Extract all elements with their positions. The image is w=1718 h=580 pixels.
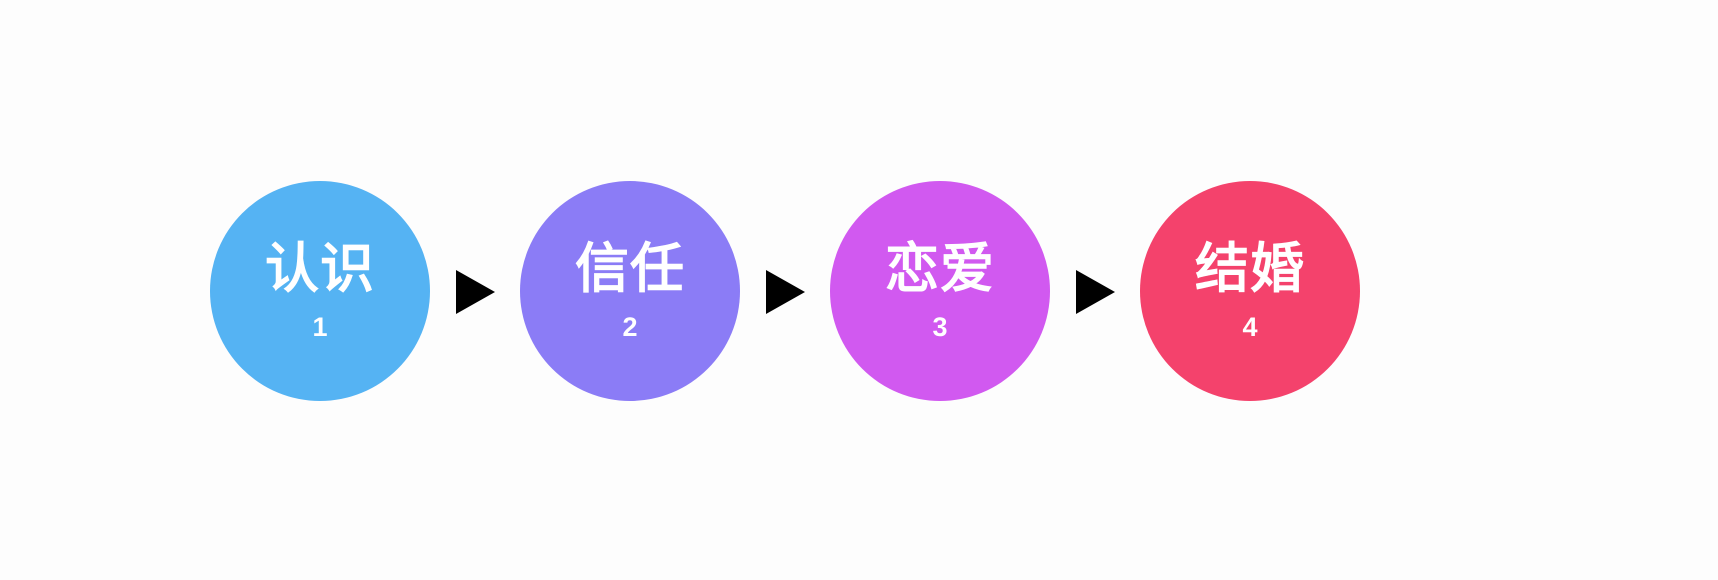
stage-label-1: 认识: [265, 238, 375, 299]
arrow-right-icon: [430, 182, 520, 402]
stage-node-1[interactable]: 认识 1: [210, 181, 430, 401]
stage-number-1: 1: [312, 311, 328, 342]
stage-node-4[interactable]: 结婚 4: [1140, 181, 1360, 401]
arrow-right-icon: [1050, 182, 1140, 402]
triangle-shape: [455, 270, 495, 314]
stage-number-4: 4: [1242, 311, 1258, 342]
stage-number-2: 2: [622, 311, 638, 342]
triangle-shape: [1075, 270, 1115, 314]
arrow-right-icon: [740, 182, 830, 402]
stage-node-2[interactable]: 信任 2: [520, 181, 740, 401]
stage-label-2: 信任: [575, 238, 685, 299]
stage-number-3: 3: [932, 311, 948, 342]
stage-node-3[interactable]: 恋爱 3: [830, 181, 1050, 401]
triangle-shape: [765, 270, 805, 314]
stage-label-4: 结婚: [1195, 238, 1305, 299]
stage-label-3: 恋爱: [885, 238, 995, 299]
